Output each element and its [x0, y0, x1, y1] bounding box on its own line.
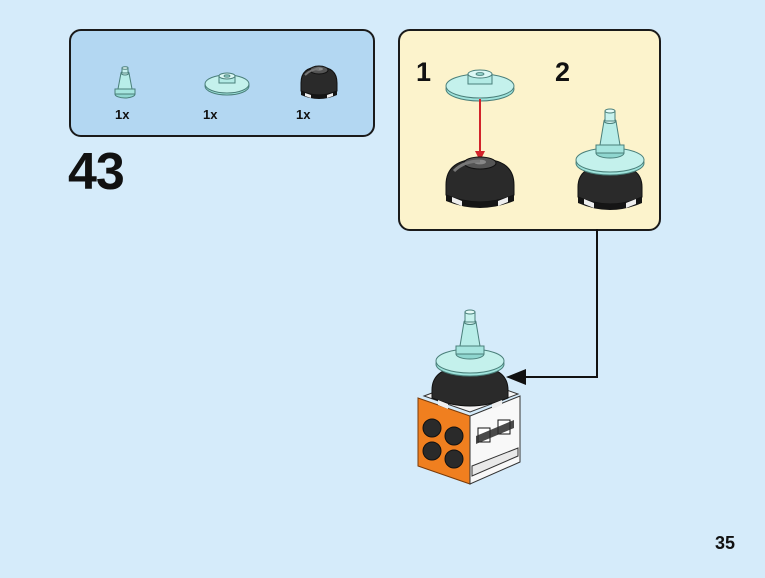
- sub-assembly-box: 1 2: [398, 29, 661, 231]
- part-quantity: 1x: [296, 107, 311, 122]
- sub-step-number: 1: [416, 57, 432, 87]
- sub-step-2-illustration: [575, 108, 645, 210]
- cone-part-icon: [114, 66, 136, 99]
- parts-list-box: 1x 1x 1x: [69, 29, 375, 137]
- step-number: 43: [68, 143, 125, 201]
- black-dome-part-icon: [300, 65, 338, 99]
- part-quantity: 1x: [115, 107, 130, 122]
- round-plate-part-icon: [204, 72, 250, 96]
- main-model-illustration: [417, 309, 521, 485]
- sub-step-number: 2: [555, 57, 571, 87]
- page-number: 35: [715, 533, 736, 553]
- sub-step-1-illustration: [445, 69, 515, 208]
- part-quantity: 1x: [203, 107, 218, 122]
